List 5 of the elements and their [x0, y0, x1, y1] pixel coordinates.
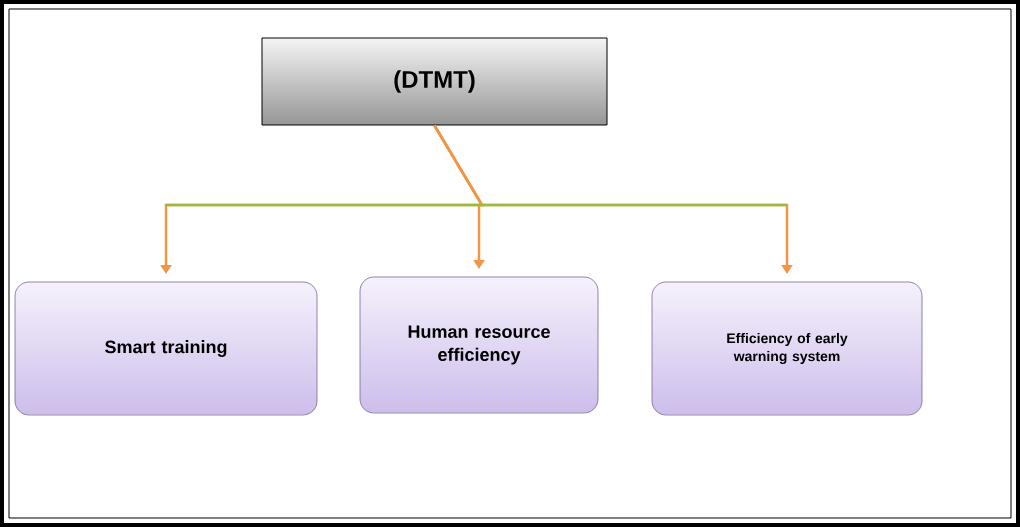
title-box: (DTMT): [261, 37, 608, 126]
bus-line: [166, 203, 787, 207]
category-box: Efficiency of early warning system: [651, 281, 923, 416]
category-box: Smart training: [14, 281, 318, 416]
category-box: Human resource efficiency: [359, 276, 599, 414]
